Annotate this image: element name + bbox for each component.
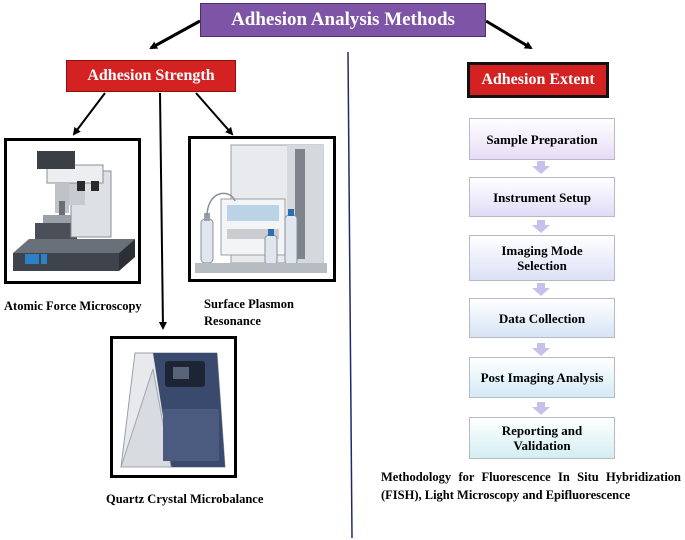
step-arrow-2 [532, 220, 550, 233]
step-post-imaging-analysis: Post Imaging Analysis [469, 357, 615, 398]
step-label: Data Collection [498, 310, 586, 326]
step-label: Imaging Mode Selection [501, 243, 583, 273]
adhesion-strength-label: Adhesion Strength [87, 67, 215, 84]
arrow-to-spr [195, 92, 234, 136]
step-reporting-and-validation: Reporting and Validation [469, 417, 615, 459]
afm-caption-text: Atomic Force Microscopy [4, 299, 142, 313]
title-to-extent-arrow [485, 19, 533, 50]
arrow-to-afm [72, 92, 106, 136]
qcm-caption: Quartz Crystal Microbalance [106, 491, 306, 508]
step-label: Post Imaging Analysis [480, 370, 604, 385]
spr-caption-text: Surface Plasmon Resonance [204, 297, 294, 328]
step-label: Sample Preparation [486, 131, 598, 147]
methodology-text-content: Methodology for Fluorescence In Situ Hyb… [381, 470, 681, 502]
title-to-strength-arrow [149, 19, 201, 50]
afm-image [4, 138, 141, 284]
methodology-text: Methodology for Fluorescence In Situ Hyb… [381, 468, 681, 504]
step-sample-preparation: Sample Preparation [469, 118, 615, 160]
step-arrow-4 [532, 343, 550, 356]
afm-illustration [13, 151, 135, 271]
step-arrow-1 [532, 161, 550, 174]
spr-caption: Surface Plasmon Resonance [204, 296, 314, 330]
arrow-to-qcm [158, 92, 167, 330]
divider-line [347, 51, 353, 539]
title-box: Adhesion Analysis Methods [200, 3, 486, 37]
step-arrows [532, 161, 550, 415]
title-text: Adhesion Analysis Methods [231, 9, 455, 30]
afm-caption: Atomic Force Microscopy [4, 298, 182, 315]
step-imaging-mode-selection: Imaging Mode Selection [469, 235, 615, 281]
step-label: Instrument Setup [493, 189, 591, 205]
qcm-caption-text: Quartz Crystal Microbalance [106, 492, 264, 506]
step-data-collection: Data Collection [469, 298, 615, 338]
adhesion-strength-box: Adhesion Strength [66, 60, 236, 92]
spr-illustration [195, 144, 327, 273]
spr-image [188, 136, 336, 282]
qcm-illustration [120, 352, 226, 468]
qcm-image [110, 336, 237, 478]
adhesion-extent-label: Adhesion Extent [481, 71, 595, 88]
adhesion-extent-box: Adhesion Extent [467, 62, 609, 98]
step-instrument-setup: Instrument Setup [469, 177, 615, 217]
step-label: Reporting and Validation [501, 423, 583, 453]
step-arrow-5 [532, 402, 550, 415]
step-arrow-3 [532, 283, 550, 296]
